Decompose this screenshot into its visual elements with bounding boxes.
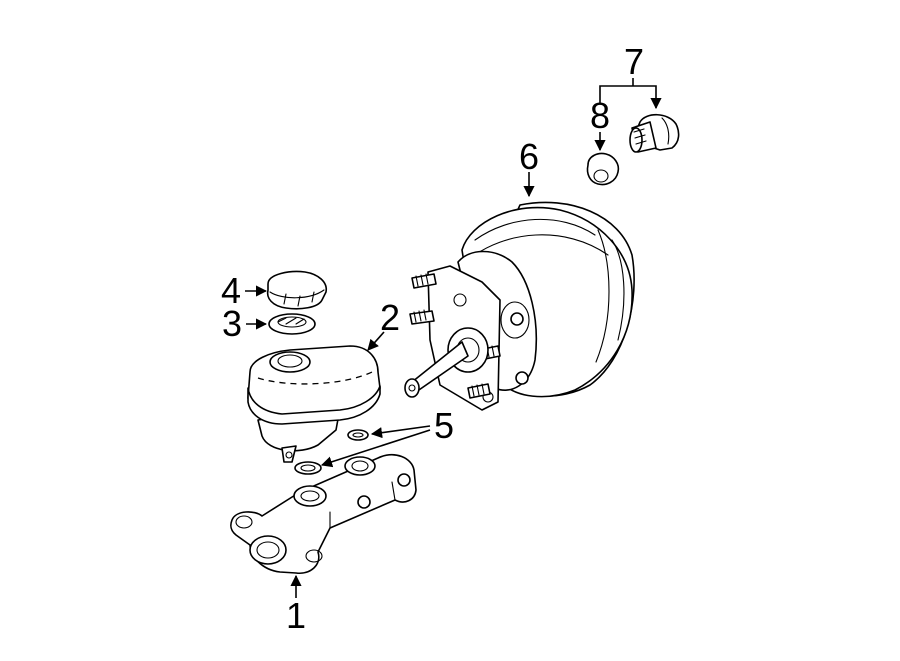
callout-7: 7 bbox=[624, 41, 644, 82]
callout-2: 2 bbox=[380, 297, 400, 338]
o-rings bbox=[294, 429, 369, 475]
callout-5: 5 bbox=[434, 405, 454, 446]
brake-booster bbox=[404, 201, 635, 411]
check-valve bbox=[629, 113, 680, 153]
leader-lines bbox=[245, 78, 662, 598]
callout-8: 8 bbox=[590, 95, 610, 136]
callout-4: 4 bbox=[221, 270, 241, 311]
reservoir bbox=[247, 345, 381, 463]
callout-labels: 1 2 3 4 5 6 7 8 bbox=[221, 41, 644, 636]
cap-seal bbox=[268, 313, 316, 335]
grommet bbox=[586, 152, 620, 186]
master-cylinder bbox=[230, 454, 417, 575]
callout-6: 6 bbox=[519, 136, 539, 177]
callout-1: 1 bbox=[286, 595, 306, 636]
reservoir-cap bbox=[266, 270, 328, 310]
callout-3: 3 bbox=[222, 303, 242, 344]
